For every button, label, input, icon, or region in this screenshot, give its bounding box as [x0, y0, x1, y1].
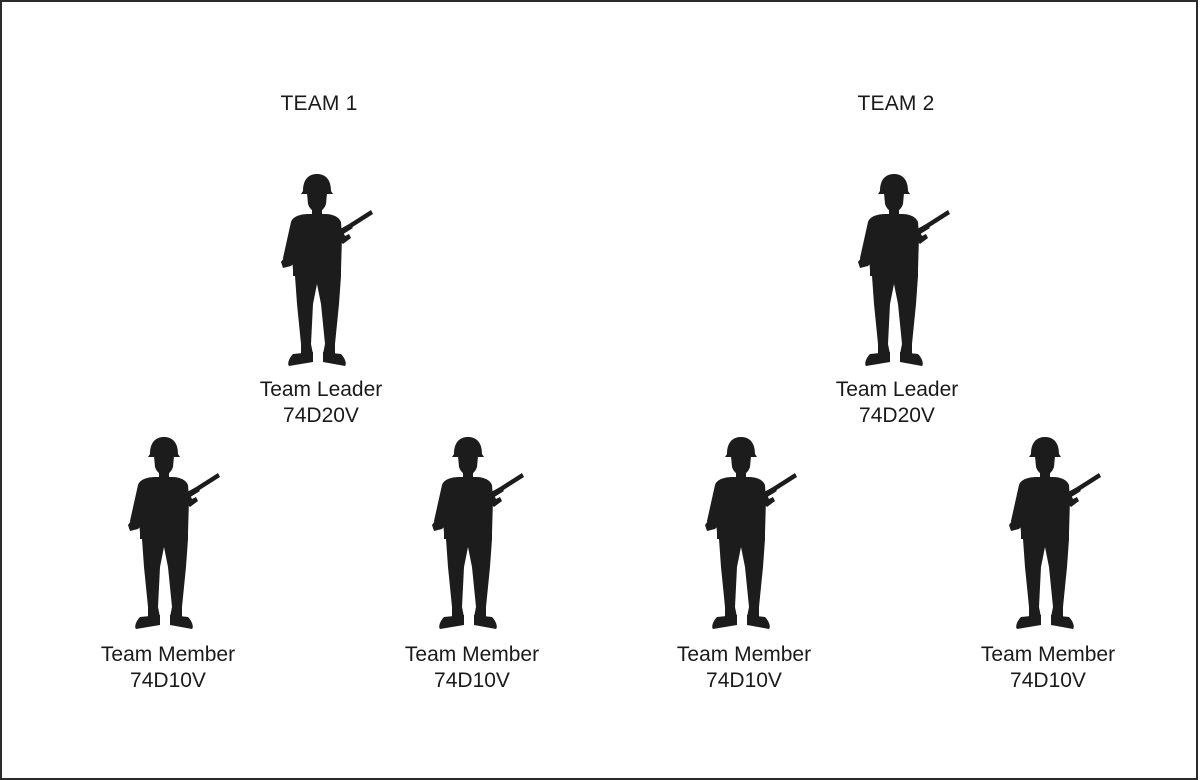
- team-2-title: TEAM 2: [857, 92, 935, 115]
- team-2-leader-soldier-icon: [856, 174, 956, 374]
- team-1-leader-role: Team Leader: [259, 378, 383, 401]
- team-2-leader-caption: Team Leader 74D20V: [787, 377, 1007, 429]
- team-1-member-1-code: 74D10V: [130, 669, 206, 692]
- team-1-member-2-code: 74D10V: [434, 669, 510, 692]
- team-2-member-2-code: 74D10V: [1010, 669, 1086, 692]
- team-2-member-1-caption: Team Member 74D10V: [634, 642, 854, 694]
- team-1-member-1-caption: Team Member 74D10V: [58, 642, 278, 694]
- team-1-member-2-soldier-icon: [430, 437, 530, 637]
- team-2-member-1-soldier-icon: [703, 437, 803, 637]
- team-2-member-2-caption: Team Member 74D10V: [938, 642, 1158, 694]
- team-2-leader-code: 74D20V: [859, 404, 935, 427]
- team-1-leader-caption: Team Leader 74D20V: [211, 377, 431, 429]
- team-2-member-2-soldier-icon: [1007, 437, 1107, 637]
- team-2-member-1-role: Team Member: [676, 643, 812, 666]
- team-1-member-2-caption: Team Member 74D10V: [362, 642, 582, 694]
- team-1-title: TEAM 1: [280, 92, 358, 115]
- team-1-leader-code: 74D20V: [283, 404, 359, 427]
- team-2-member-1-code: 74D10V: [706, 669, 782, 692]
- team-1-member-1-soldier-icon: [126, 437, 226, 637]
- team-1-member-2-role: Team Member: [404, 643, 540, 666]
- team-2-leader-role: Team Leader: [835, 378, 959, 401]
- team-1-member-1-role: Team Member: [100, 643, 236, 666]
- team-1-leader-soldier-icon: [279, 174, 379, 374]
- team-2-member-2-role: Team Member: [980, 643, 1116, 666]
